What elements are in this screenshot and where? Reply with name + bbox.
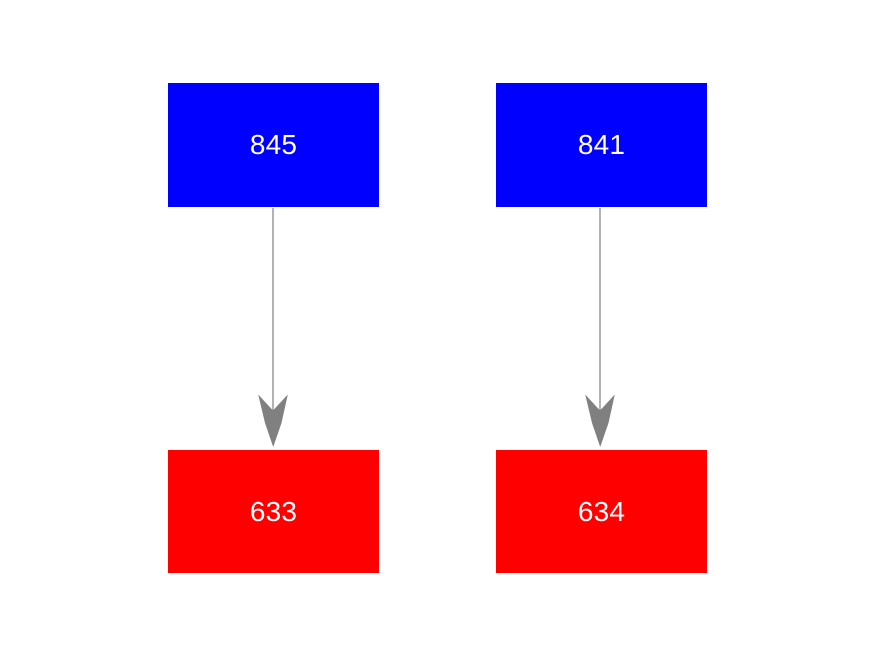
edge-841-to-634[interactable] <box>585 208 615 447</box>
node-label: 633 <box>249 495 298 527</box>
node-source-841[interactable]: 841 <box>496 83 707 207</box>
edge-845-to-633[interactable] <box>258 208 288 447</box>
node-target-634[interactable]: 634 <box>496 450 707 573</box>
arrowhead-icon <box>258 394 288 447</box>
node-target-633[interactable]: 633 <box>168 450 379 573</box>
node-source-845[interactable]: 845 <box>168 83 379 207</box>
arrowhead-icon <box>585 394 615 447</box>
node-label: 634 <box>577 495 626 527</box>
node-label: 841 <box>577 129 626 160</box>
node-label: 845 <box>249 129 298 160</box>
